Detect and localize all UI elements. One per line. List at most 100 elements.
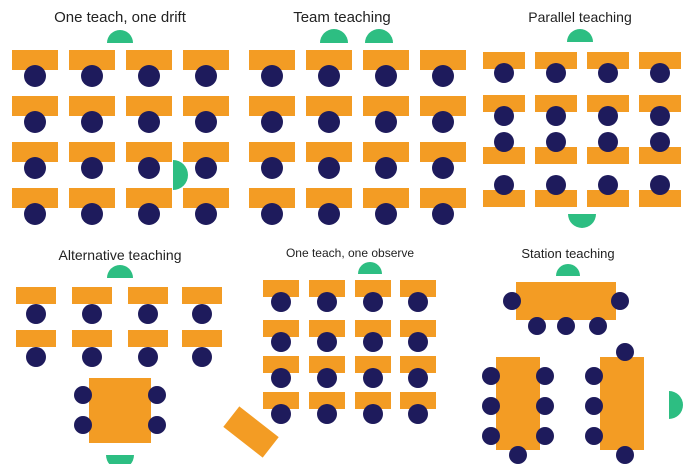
desk: [587, 95, 629, 112]
student-icon: [589, 317, 607, 335]
desk: [263, 356, 299, 373]
desk: [309, 392, 345, 409]
desk: [309, 356, 345, 373]
student-icon: [598, 132, 618, 152]
panel-title-alternative-teaching: Alternative teaching: [59, 247, 182, 263]
desk: [355, 392, 391, 409]
student-icon: [546, 175, 566, 195]
teacher-icon: [107, 30, 133, 43]
student-icon: [26, 347, 46, 367]
desk: [183, 96, 229, 116]
student-icon: [271, 332, 291, 352]
student-icon: [611, 292, 629, 310]
student-icon: [585, 367, 603, 385]
desk: [639, 95, 681, 112]
student-icon: [536, 397, 554, 415]
student-icon: [195, 65, 217, 87]
student-icon: [408, 292, 428, 312]
student-icon: [528, 317, 546, 335]
desk: [400, 356, 436, 373]
student-icon: [363, 404, 383, 424]
desk: [69, 50, 115, 70]
teacher-icon: [107, 265, 133, 278]
student-icon: [81, 111, 103, 133]
desk: [483, 190, 525, 207]
observer-desk-group: [223, 406, 279, 458]
desk: [182, 330, 222, 347]
student-icon: [546, 63, 566, 83]
student-icon: [74, 416, 92, 434]
desk: [355, 356, 391, 373]
student-icon: [408, 404, 428, 424]
desk: [306, 50, 352, 70]
student-icon: [598, 63, 618, 83]
student-icon: [24, 65, 46, 87]
desk: [183, 50, 229, 70]
desk: [69, 142, 115, 162]
panel-title-one-teach-one-observe: One teach, one observe: [286, 246, 414, 260]
desk: [535, 52, 577, 69]
student-icon: [81, 157, 103, 179]
desk: [126, 188, 172, 208]
student-icon: [650, 106, 670, 126]
desk: [72, 287, 112, 304]
student-icon: [557, 317, 575, 335]
student-icon: [503, 292, 521, 310]
desk: [639, 147, 681, 164]
desk: [587, 190, 629, 207]
desk: [400, 280, 436, 297]
desk: [126, 96, 172, 116]
student-icon: [482, 427, 500, 445]
desk: [306, 188, 352, 208]
student-icon: [317, 332, 337, 352]
desk: [12, 96, 58, 116]
desk: [249, 188, 295, 208]
student-icon: [509, 446, 527, 464]
student-icon: [271, 292, 291, 312]
teacher-icon: [320, 29, 348, 43]
student-icon: [494, 132, 514, 152]
teacher-icon: [365, 29, 393, 43]
desk: [69, 96, 115, 116]
student-icon: [148, 416, 166, 434]
desk: [400, 392, 436, 409]
student-icon: [432, 203, 454, 225]
student-icon: [536, 427, 554, 445]
desk: [263, 280, 299, 297]
desk: [126, 50, 172, 70]
desk: [89, 378, 151, 443]
desk: [16, 287, 56, 304]
student-icon: [494, 175, 514, 195]
panel-title-station-teaching: Station teaching: [521, 246, 614, 261]
desk: [69, 188, 115, 208]
student-icon: [363, 332, 383, 352]
student-icon: [650, 175, 670, 195]
student-icon: [494, 106, 514, 126]
student-icon: [82, 347, 102, 367]
desk: [355, 320, 391, 337]
student-icon: [24, 203, 46, 225]
student-icon: [271, 368, 291, 388]
student-icon: [74, 386, 92, 404]
desk: [309, 280, 345, 297]
student-icon: [195, 157, 217, 179]
student-icon: [261, 203, 283, 225]
teacher-icon: [556, 264, 580, 276]
student-icon: [585, 427, 603, 445]
desk: [182, 287, 222, 304]
student-icon: [195, 203, 217, 225]
desk: [12, 142, 58, 162]
desk: [535, 190, 577, 207]
student-icon: [375, 157, 397, 179]
desk: [249, 142, 295, 162]
desk: [249, 96, 295, 116]
student-icon: [546, 132, 566, 152]
desk: [183, 142, 229, 162]
student-icon: [81, 65, 103, 87]
desk: [639, 190, 681, 207]
student-icon: [318, 111, 340, 133]
student-icon: [318, 203, 340, 225]
desk: [306, 142, 352, 162]
student-icon: [375, 203, 397, 225]
student-icon: [363, 368, 383, 388]
